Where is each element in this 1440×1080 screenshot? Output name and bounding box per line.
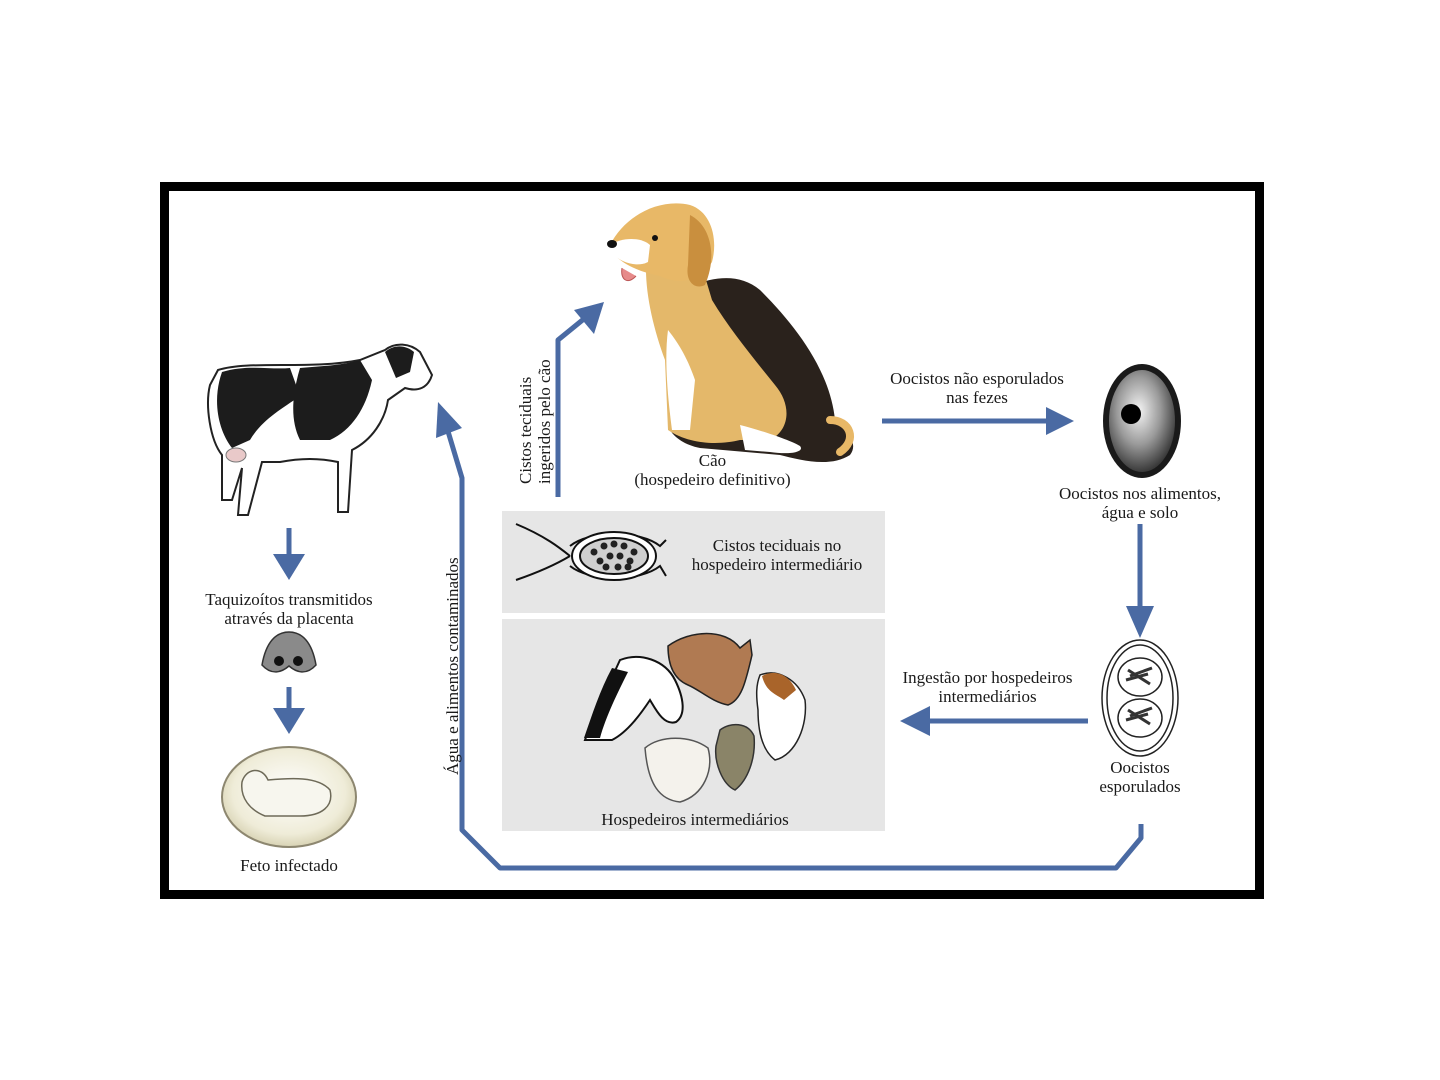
- dog-icon: [607, 203, 854, 463]
- fetus-text: Feto infectado: [240, 856, 338, 875]
- sporulated-oocyst-icon: [1101, 639, 1179, 757]
- sporulated-label: Oocistos esporulados: [1060, 758, 1220, 796]
- tissue-cyst-panel: [502, 511, 885, 613]
- intermediate-hosts-text: Hospedeiros intermediários: [601, 810, 789, 829]
- placenta-label: Taquizoítos transmitidos através da plac…: [175, 590, 403, 628]
- tissue-cysts-label: Cistos teciduais no hospedeiro intermedi…: [672, 536, 882, 574]
- placenta-label-line1: Taquizoítos transmitidos: [205, 590, 373, 609]
- contaminated-label: Água e alimentos contaminados: [443, 557, 462, 775]
- environment-label: Oocistos nos alimentos, água e solo: [1025, 484, 1255, 522]
- ingestion-label-line1: Ingestão por hospedeiros: [902, 668, 1073, 687]
- dog-label-line1: Cão: [698, 451, 727, 470]
- placenta-label-line2: através da placenta: [224, 609, 354, 628]
- fetus-label: Feto infectado: [200, 856, 378, 875]
- horse-icon: [583, 655, 684, 741]
- tissue-cyst-icon: [515, 523, 667, 581]
- contaminated-text: Água e alimentos contaminados: [443, 557, 462, 775]
- unsporulated-label-line2: nas fezes: [946, 388, 1008, 407]
- unsporulated-label: Oocistos não esporulados nas fezes: [862, 369, 1092, 407]
- unsporulated-label-line1: Oocistos não esporulados: [890, 369, 1064, 388]
- ingested-label-line1: Cistos teciduais: [516, 376, 535, 484]
- ingested-label: Cistos teciduais ingeridos pelo cão: [516, 359, 554, 484]
- tissue-cysts-label-line2: hospedeiro intermediário: [691, 555, 863, 574]
- intermediate-hosts-label: Hospedeiros intermediários: [560, 810, 830, 829]
- fetus-icon: [221, 746, 357, 848]
- sporulated-label-line2: esporulados: [1099, 777, 1181, 796]
- ingested-label-line2: ingeridos pelo cão: [535, 359, 554, 484]
- collie-icon: [755, 672, 807, 761]
- sheep-icon: [644, 737, 711, 803]
- dog-label: Cão (hospedeiro definitivo): [600, 451, 825, 489]
- goat-icon: [714, 723, 756, 791]
- sporulated-label-line1: Oocistos: [1110, 758, 1170, 777]
- environment-label-line1: Oocistos nos alimentos,: [1059, 484, 1221, 503]
- dog-label-line2: (hospedeiro definitivo): [634, 470, 791, 489]
- ingestion-label-line2: intermediários: [938, 687, 1037, 706]
- environment-label-line2: água e solo: [1101, 503, 1179, 522]
- ingestion-label: Ingestão por hospedeiros intermediários: [880, 668, 1095, 706]
- tachyzoite-icon: [261, 631, 317, 673]
- arrow-ingested-to-dog: [555, 316, 587, 497]
- arrow-contaminated: [444, 427, 1144, 871]
- cow-icon: [207, 343, 434, 516]
- tissue-cysts-label-line1: Cistos teciduais no: [712, 536, 842, 555]
- oocyst-icon: [1103, 364, 1181, 478]
- cattle-icon: [667, 632, 753, 706]
